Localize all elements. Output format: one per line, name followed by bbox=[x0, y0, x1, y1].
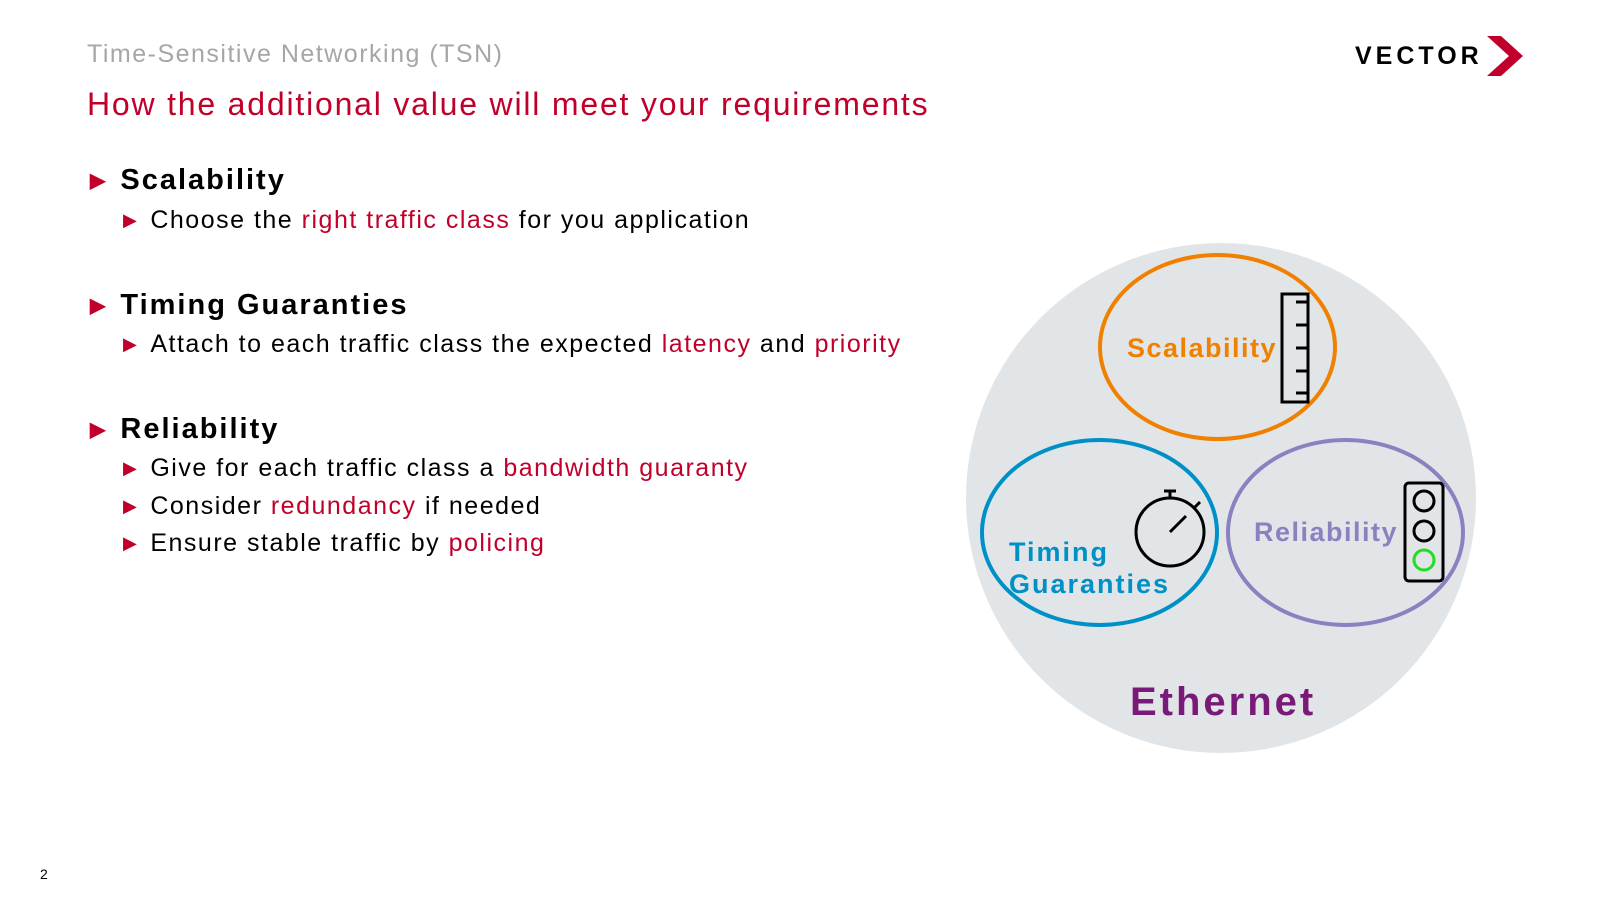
slide-title: How the additional value will meet your … bbox=[87, 86, 930, 122]
bullet-item: ▶Attach to each traffic class the expect… bbox=[123, 330, 902, 358]
bullet-icon: ▶ bbox=[123, 334, 139, 354]
logo-chevron-icon bbox=[1486, 36, 1523, 76]
slide-supertitle: Time-Sensitive Networking (TSN) bbox=[87, 40, 504, 68]
bullet-icon: ▶ bbox=[90, 170, 108, 192]
bullet-icon: ▶ bbox=[123, 210, 139, 230]
page-number: 2 bbox=[40, 866, 48, 882]
bullet-icon: ▶ bbox=[123, 458, 139, 478]
bullet-item: ▶Ensure stable traffic by policing bbox=[123, 529, 546, 557]
vector-logo: VECTOR bbox=[1355, 36, 1523, 76]
heading-timing: ▶Timing Guaranties bbox=[90, 289, 409, 321]
bullet-icon: ▶ bbox=[123, 533, 139, 553]
ethernet-label: Ethernet bbox=[1130, 680, 1317, 724]
bullet-icon: ▶ bbox=[90, 419, 108, 441]
bullet-item: ▶Choose the right traffic class for you … bbox=[123, 206, 751, 234]
logo-text: VECTOR bbox=[1355, 41, 1483, 70]
timing-pill bbox=[980, 438, 1219, 627]
traffic-light-icon bbox=[1403, 481, 1445, 583]
bullet-icon: ▶ bbox=[123, 496, 139, 516]
bullet-item: ▶Consider redundancy if needed bbox=[123, 492, 542, 520]
reliability-pill bbox=[1226, 438, 1465, 627]
bullet-icon: ▶ bbox=[90, 295, 108, 317]
heading-reliability: ▶Reliability bbox=[90, 413, 280, 445]
ruler-icon bbox=[1280, 292, 1310, 404]
scalability-label: Scalability bbox=[1127, 333, 1278, 363]
scalability-pill bbox=[1098, 253, 1337, 441]
stopwatch-icon bbox=[1134, 489, 1206, 568]
heading-scalability: ▶Scalability bbox=[90, 164, 286, 196]
reliability-label: Reliability bbox=[1254, 517, 1399, 547]
bullet-item: ▶Give for each traffic class a bandwidth… bbox=[123, 454, 749, 482]
